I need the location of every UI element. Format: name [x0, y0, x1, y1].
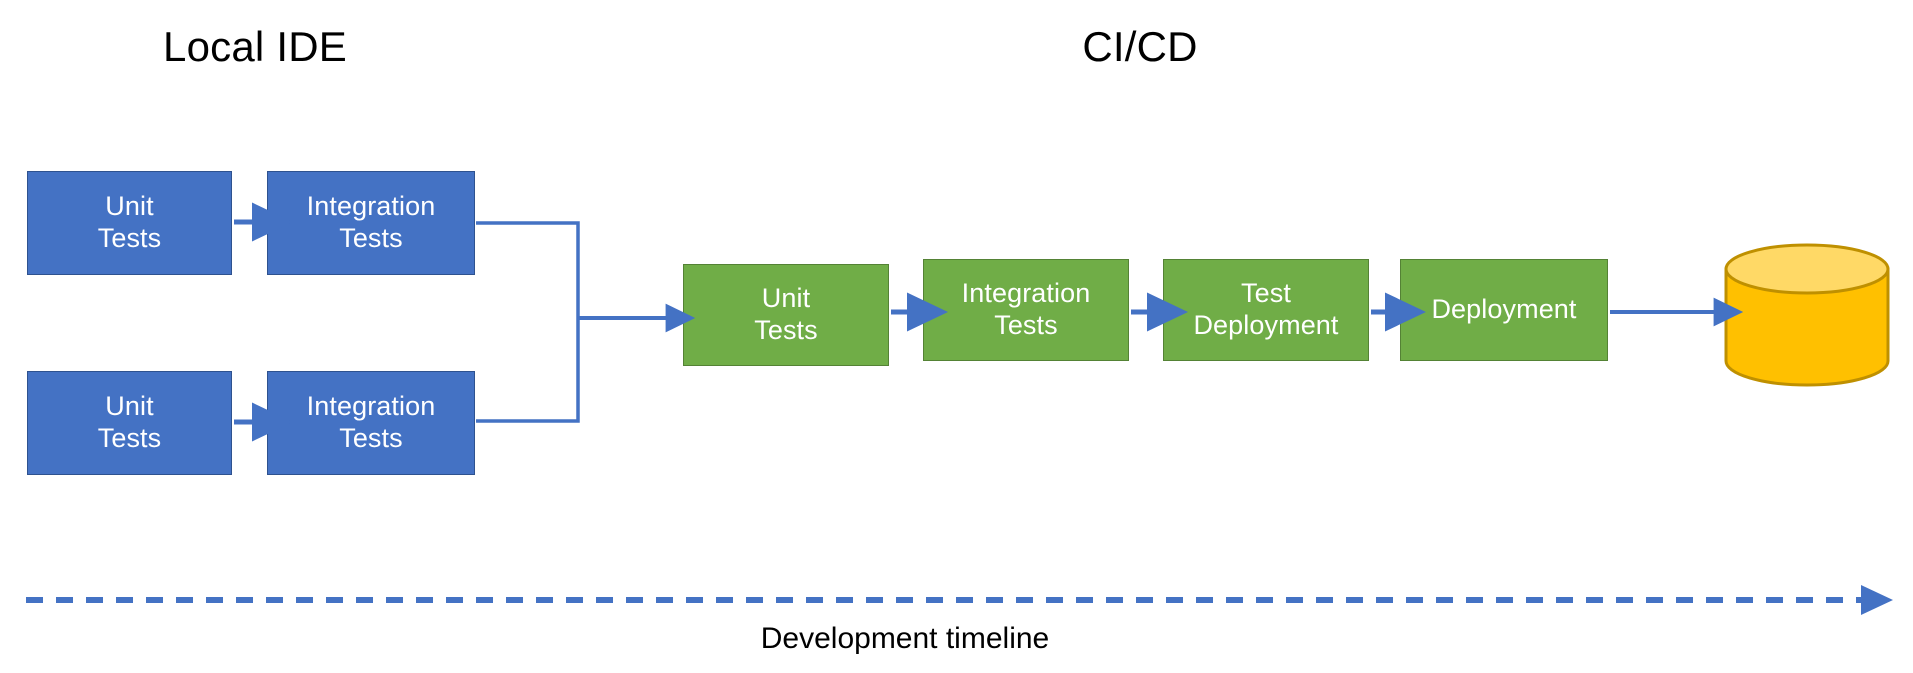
database-cylinder-icon[interactable] [1723, 243, 1891, 387]
local-integration-tests-1[interactable]: Integration Tests [267, 171, 475, 275]
local-integration-tests-2[interactable]: Integration Tests [267, 371, 475, 475]
cicd-unit-tests[interactable]: Unit Tests [683, 264, 889, 366]
local-unit-tests-1[interactable]: Unit Tests [27, 171, 232, 275]
section-title-local-ide: Local IDE [163, 23, 347, 70]
cicd-deployment[interactable]: Deployment [1400, 259, 1608, 361]
section-title-cicd: CI/CD [1082, 23, 1198, 70]
timeline-label: Development timeline [760, 622, 1050, 655]
timeline-arrow-right-icon [26, 585, 1893, 615]
cicd-integration-tests[interactable]: Integration Tests [923, 259, 1129, 361]
merge-connector [476, 221, 696, 423]
cicd-test-deployment[interactable]: Test Deployment [1163, 259, 1369, 361]
local-unit-tests-2[interactable]: Unit Tests [27, 371, 232, 475]
